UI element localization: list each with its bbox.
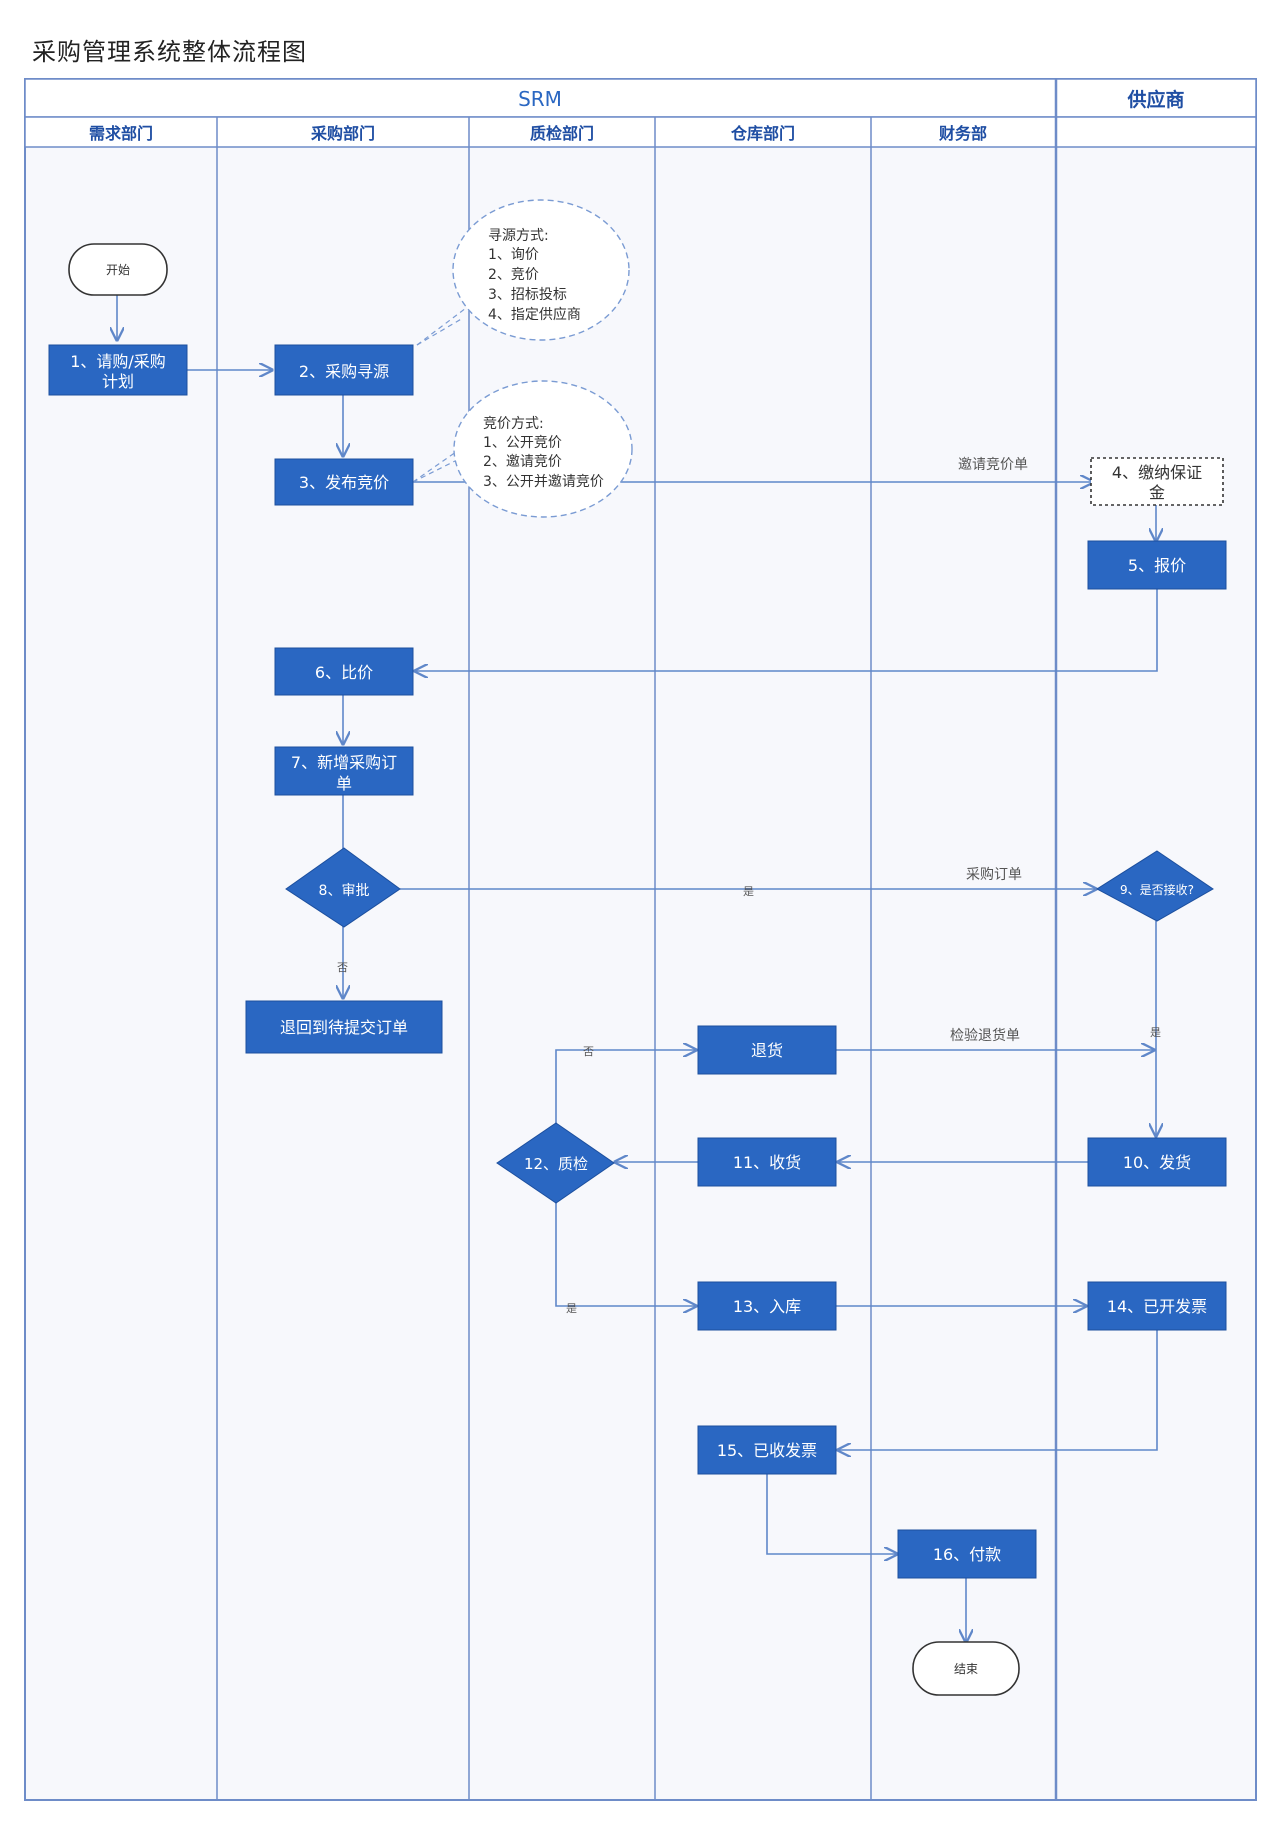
edge-label-qc-yes: 是 [566,1302,577,1315]
node-1-label-1: 计划 [102,372,134,391]
node-5-label: 5、报价 [1128,556,1186,575]
node-11-receive[interactable] [697,1137,837,1187]
sourcing-line-4: 4、指定供应商 [488,306,581,323]
node-7-label-1: 单 [336,774,352,793]
node-14-label: 14、已开发票 [1107,1297,1207,1316]
node-9-accept[interactable] [1096,850,1214,922]
lane-dividers [216,79,1058,1800]
supplier-pool-header [1055,78,1257,118]
node-16-label: 16、付款 [933,1545,1001,1564]
node-2-label: 2、采购寻源 [299,362,389,381]
sourcing-line-1: 1、询价 [488,247,539,263]
node-11-label: 11、收货 [733,1153,801,1172]
node-4-label-1: 金 [1149,483,1165,502]
node-1-label-0: 1、请购/采购 [70,352,166,371]
node-return-goods-label: 退货 [751,1041,783,1060]
start-node-label: 开始 [106,263,130,277]
node-13-label: 13、入库 [733,1297,801,1316]
node-10-ship[interactable] [1087,1137,1227,1187]
node-return-order-label: 退回到待提交订单 [280,1018,408,1037]
node-6-compare[interactable] [274,647,414,696]
node-16-payment[interactable] [897,1529,1037,1579]
srm-pool-header [24,78,1057,118]
edge-label-approve-no: 否 [337,961,348,974]
sourcing-callout [452,199,630,341]
callout-tails [412,304,471,483]
edge-label-purchase-order: 采购订单 [966,867,1022,883]
node-5-quote[interactable] [1087,540,1227,590]
lane-title-qc: 质检部门 [530,124,594,143]
lane-title-finance: 财务部 [938,124,987,143]
node-10-label: 10、发货 [1123,1153,1191,1172]
edge-label-accept-yes: 是 [1150,1026,1161,1039]
node-return-goods[interactable] [697,1025,837,1075]
lane-title-demand: 需求部门 [89,124,153,143]
node-15-invoice-received[interactable] [697,1425,837,1475]
node-1-purchase-request[interactable] [48,344,188,396]
node-8-approval[interactable] [285,847,401,928]
node-8-label: 8、审批 [319,883,370,899]
node-12-label: 12、质检 [524,1155,588,1173]
bidding-callout [453,380,633,518]
node-return-order[interactable] [245,1000,443,1054]
node-3-label: 3、发布竞价 [299,473,389,492]
edge-label-approve-yes: 是 [743,885,754,898]
pool-frame [24,78,1257,1801]
node-3-publish-bid[interactable] [274,458,414,506]
node-7-new-order[interactable] [274,746,414,796]
lane-title-warehouse: 仓库部门 [730,124,795,143]
edge-label-inspect-return: 检验退货单 [950,1027,1020,1044]
bidding-line-1: 1、公开竞价 [483,434,562,451]
bidding-line-3: 3、公开并邀请竞价 [483,473,604,490]
supplier-pool-title: 供应商 [1126,88,1184,111]
srm-pool-title: SRM [518,87,562,111]
sourcing-line-3: 3、招标投标 [488,287,567,303]
node-12-quality-check[interactable] [496,1122,615,1204]
lane-title-purchase: 采购部门 [310,124,375,143]
bidding-line-2: 2、邀请竞价 [483,453,562,470]
lane-header-row [24,116,1257,148]
node-2-sourcing[interactable] [274,344,414,396]
end-node[interactable] [912,1641,1020,1696]
node-9-label: 9、是否接收? [1120,882,1194,897]
sourcing-line-2: 2、竞价 [488,266,539,283]
node-6-label: 6、比价 [315,663,373,682]
node-15-label: 15、已收发票 [717,1441,817,1460]
node-14-invoiced[interactable] [1087,1281,1227,1331]
node-4-label-0: 4、缴纳保证 [1112,463,1202,482]
page-title: 采购管理系统整体流程图 [32,38,307,66]
node-4-deposit[interactable] [1090,457,1224,506]
bidding-line-0: 竞价方式: [483,415,544,432]
node-7-label-0: 7、新增采购订 [291,753,397,772]
edge-label-qc-no: 否 [583,1045,594,1058]
sourcing-line-0: 寻源方式: [488,228,549,244]
node-13-stock-in[interactable] [697,1281,837,1331]
connectors [117,295,1157,1642]
start-node[interactable] [68,243,168,296]
end-node-label: 结束 [954,1662,978,1676]
edge-label-invite-bid: 邀请竞价单 [958,456,1028,473]
